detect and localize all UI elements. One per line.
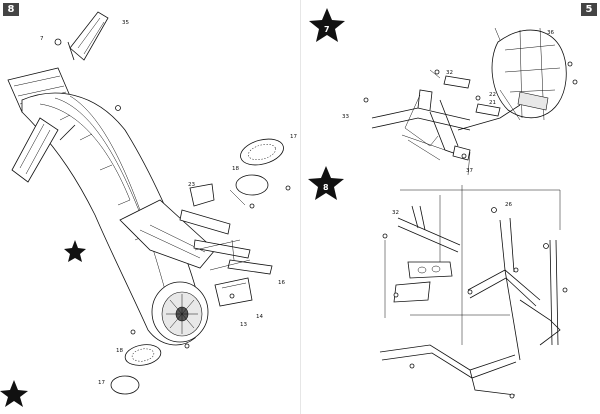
- callout: 13: [240, 322, 247, 328]
- sub-step-star-icon: [64, 240, 86, 262]
- right-page-number: 5: [581, 3, 597, 16]
- wing-root: [119, 199, 216, 269]
- left-callouts: 7 35 17 18 23 16 14 13 17 18: [40, 20, 297, 386]
- callout: 7: [40, 36, 44, 42]
- callout: 21: [489, 100, 496, 106]
- firewall-bulkhead: [491, 29, 567, 119]
- callout: 17: [290, 134, 297, 140]
- wheel-tire-lower: [110, 375, 140, 395]
- oleo-strut: [549, 239, 559, 346]
- gear-leg: [499, 217, 515, 273]
- tail-wheel-part: [54, 38, 62, 46]
- gear-door-lower: [214, 277, 253, 307]
- step-7-drawing: [363, 27, 578, 176]
- step-star-icon: [309, 8, 345, 42]
- step-star-icon: [308, 166, 344, 200]
- callout: 26: [505, 202, 512, 208]
- callout: 17: [98, 380, 105, 386]
- fuselage-body: [21, 92, 201, 346]
- frame-bar: [397, 217, 461, 253]
- callout: 18: [116, 348, 123, 354]
- bracket-32: [443, 75, 471, 89]
- wheel-tire-upper: [235, 174, 269, 196]
- callout: 18: [232, 166, 239, 172]
- page-fold: [300, 0, 301, 414]
- callout: 35: [122, 20, 129, 26]
- cross-plate: [407, 261, 453, 279]
- main-wheel-upper: [240, 138, 284, 166]
- gear-strut-plate: [179, 209, 231, 235]
- callout: 14: [256, 314, 263, 320]
- step-number: 8: [323, 183, 329, 192]
- callout: 37: [466, 168, 473, 174]
- step-7-badge: 7: [309, 8, 345, 42]
- left-page-number: 8: [3, 3, 19, 16]
- step-8-badge: 8: [308, 166, 344, 200]
- sub-step-star-icon: [0, 380, 28, 407]
- vertical-fin: [69, 11, 109, 61]
- callout: 16: [278, 280, 285, 286]
- control-rods: [371, 107, 471, 131]
- bracket-22: [475, 103, 501, 117]
- callout: 32: [446, 70, 453, 76]
- callout: 36: [547, 30, 554, 36]
- gear-door-upper: [189, 183, 215, 207]
- callout: 22: [489, 92, 496, 98]
- callout: 33: [342, 114, 349, 120]
- callout: 32: [392, 210, 399, 216]
- main-wheel-lower: [124, 344, 162, 366]
- step-number: 7: [324, 25, 330, 34]
- lower-frame: [379, 344, 517, 379]
- step-8-drawing: [379, 185, 568, 399]
- fuselage-drawing: [7, 11, 291, 395]
- callout: 23: [188, 182, 195, 188]
- elevator: [11, 117, 59, 183]
